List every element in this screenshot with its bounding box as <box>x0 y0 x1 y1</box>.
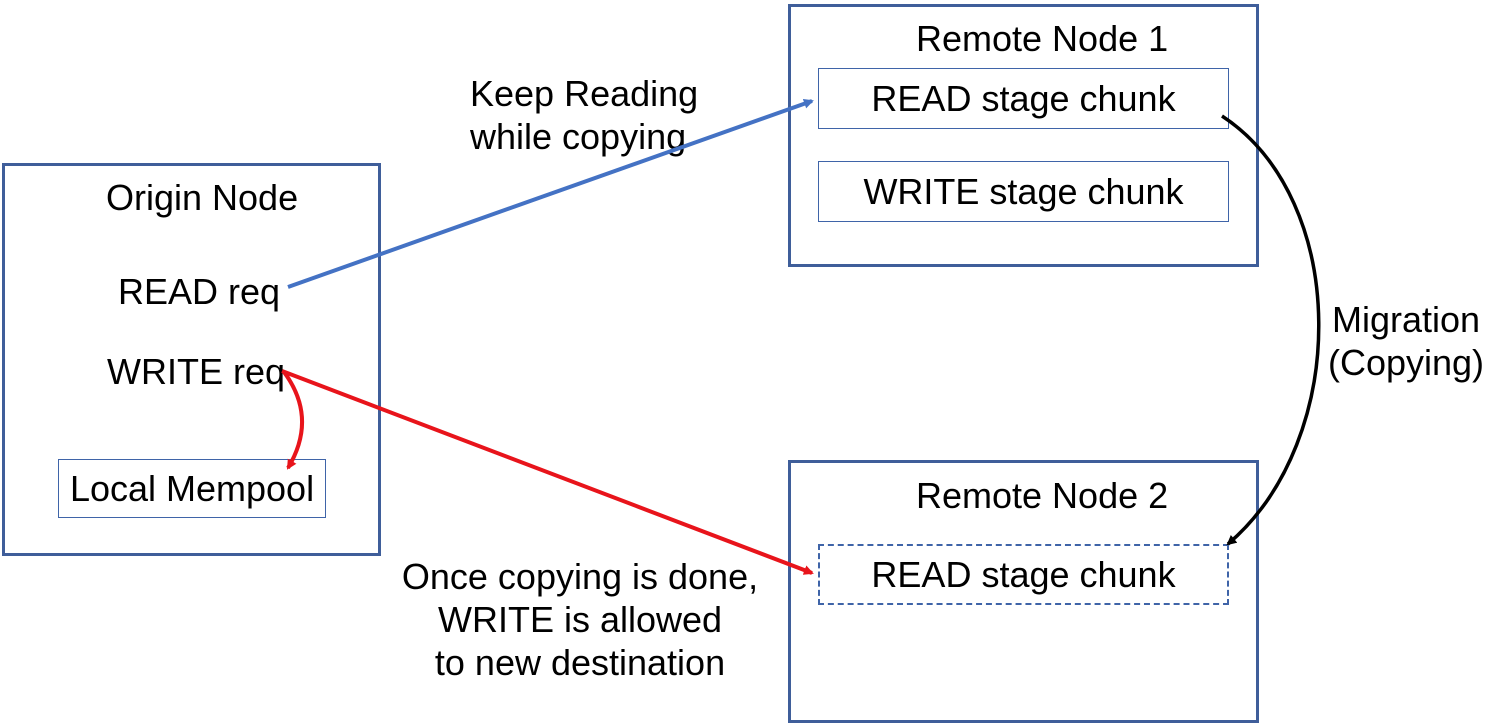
remote-node-2-read-chunk-label: READ stage chunk <box>871 553 1176 595</box>
remote-node-1-title: Remote Node 1 <box>916 18 1169 59</box>
keep-reading-label: Keep Reading while copying <box>470 72 698 158</box>
migration-label: Migration (Copying) <box>1322 298 1490 384</box>
remote-node-2-title: Remote Node 2 <box>916 475 1169 516</box>
origin-node-title: Origin Node <box>106 177 299 218</box>
once-copying-line-1: Once copying is done, <box>401 556 759 597</box>
local-mempool-label: Local Mempool <box>69 467 315 509</box>
remote-node-1-write-chunk-label: WRITE stage chunk <box>863 170 1184 212</box>
migration-line-2: (Copying) <box>1327 342 1485 384</box>
origin-node-box <box>2 163 381 556</box>
migration-line-1: Migration <box>1331 299 1481 340</box>
once-copying-label: Once copying is done, WRITE is allowed t… <box>386 555 774 685</box>
read-req-label: READ req <box>118 271 281 312</box>
local-mempool-box: Local Mempool <box>58 459 326 518</box>
remote-node-1-write-chunk: WRITE stage chunk <box>818 161 1229 222</box>
remote-node-2-read-chunk: READ stage chunk <box>818 544 1229 605</box>
remote-node-2-box <box>788 460 1259 723</box>
keep-reading-line-2: while copying <box>470 116 687 158</box>
keep-reading-line-1: Keep Reading <box>470 73 699 114</box>
once-copying-line-2: WRITE is allowed <box>437 599 723 641</box>
remote-node-1-read-chunk-label: READ stage chunk <box>871 77 1176 119</box>
once-copying-line-3: to new destination <box>434 642 726 684</box>
remote-node-1-read-chunk: READ stage chunk <box>818 68 1229 129</box>
write-req-label: WRITE req <box>107 351 286 392</box>
